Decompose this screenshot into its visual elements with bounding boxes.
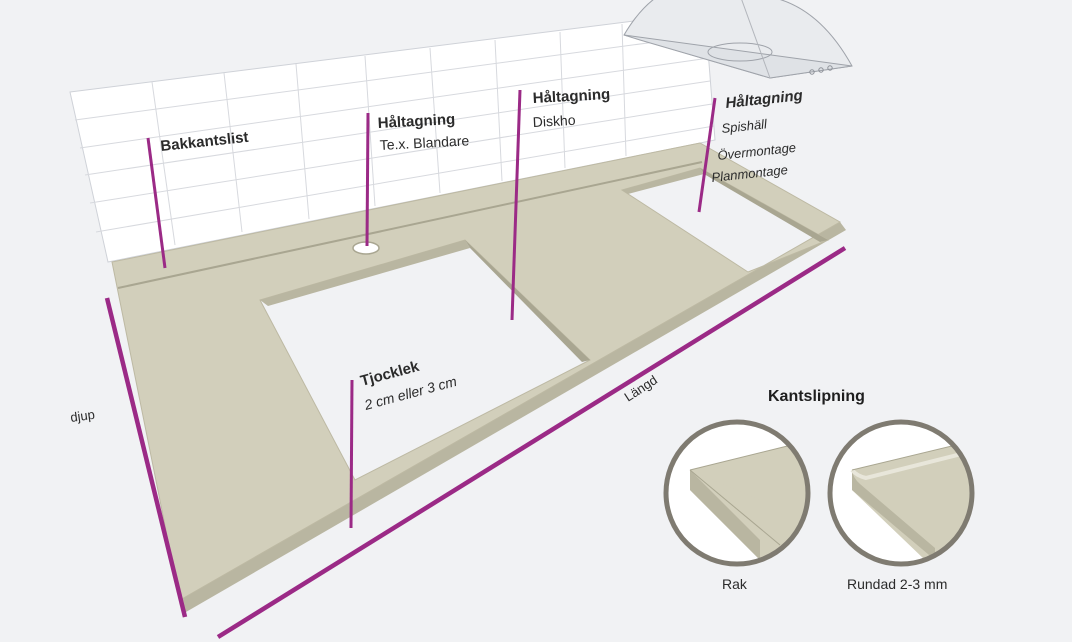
edge-option-rundad-label: Rundad 2-3 mm [847,576,947,592]
rak-ring [663,419,811,567]
edge-finish-title: Kantslipning [768,388,865,405]
rundad-ring [827,419,975,567]
length-dimension-line [216,246,847,639]
callout-lines [146,89,717,529]
edge-option-rak: Rak [663,419,811,592]
label-djup: djup [69,407,95,425]
countertop [111,142,846,612]
callout-blandare [365,112,370,247]
label-haltagning-spishall: Håltagning [725,87,804,112]
callout-spishall [697,97,717,213]
label-haltagning-blandare: Håltagning [377,111,455,132]
edge-option-rak-label: Rak [722,576,748,592]
callout-tjocklek [349,379,354,529]
edge-option-rundad: Rundad 2-3 mm [827,419,975,592]
depth-dimension-line [104,297,188,618]
cooker-hood [623,0,853,79]
label-spishall: Spishäll [721,116,769,136]
label-overmontage: Övermontage [717,140,797,163]
label-haltagning-diskho: Håltagning [532,86,610,107]
callout-bakkantslist [146,137,167,269]
label-diskho: Diskho [532,112,576,130]
callout-diskho [510,89,522,321]
label-blandare: Te.x. Blandare [379,132,469,153]
tile-backsplash [69,11,716,263]
